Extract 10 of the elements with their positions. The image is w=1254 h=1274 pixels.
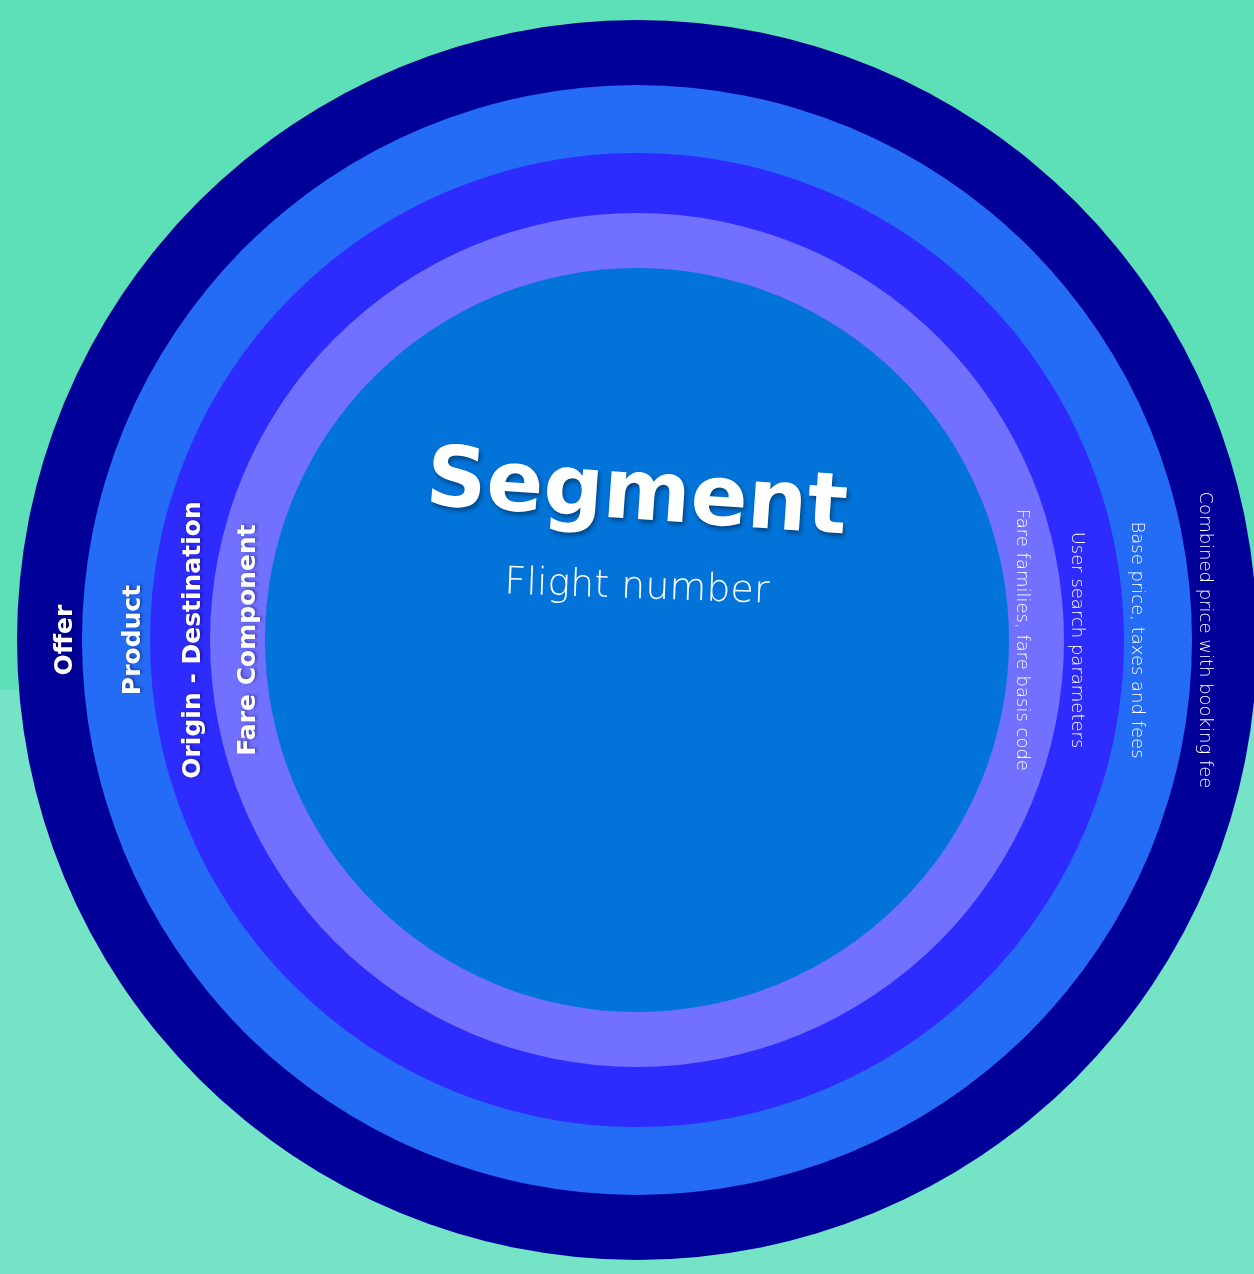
circle-subtitle: Flight number xyxy=(503,558,771,612)
ring-title: Origin - Destination xyxy=(178,501,206,779)
ring-description: Combined price with booking fee xyxy=(1196,491,1216,789)
ring-description: User search parameters xyxy=(1068,531,1088,749)
ring-title: Offer xyxy=(50,604,78,676)
ring-description: Fare families, fare basis code xyxy=(1013,509,1033,771)
ring-title: Product xyxy=(118,584,146,696)
circle-title: Segment xyxy=(423,426,851,554)
ring-title: Fare Component xyxy=(233,524,261,756)
ring-description: Base price, taxes and fees xyxy=(1128,521,1148,759)
